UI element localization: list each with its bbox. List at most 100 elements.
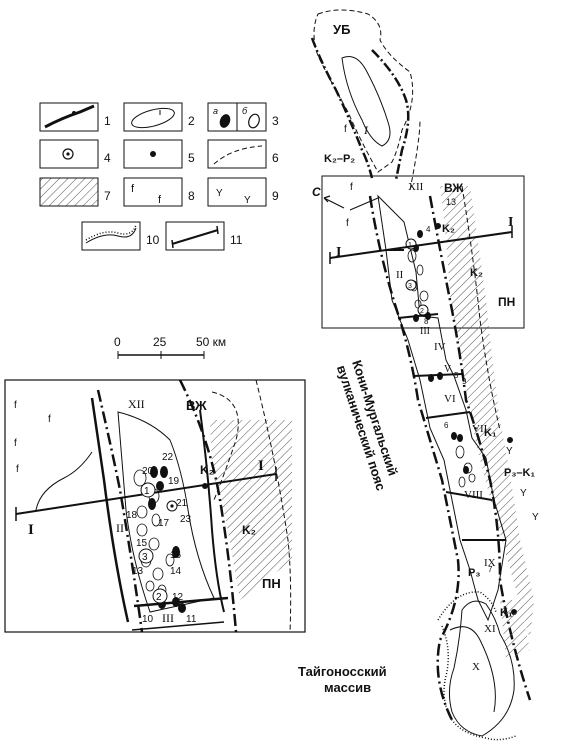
deposit-number-6: 6: [444, 421, 449, 430]
legend-item-11: 11: [165, 221, 243, 251]
label-pn: ПН: [498, 295, 515, 309]
deposit-number-5: 5: [454, 371, 459, 380]
legend-number-3: 3: [272, 114, 279, 128]
y-mark: Y: [506, 446, 513, 457]
inset-number-11: 11: [186, 614, 197, 625]
scale-tick-25: 25: [153, 335, 167, 349]
inset-number-18: 18: [126, 510, 138, 521]
inset-number-19: 19: [168, 476, 180, 487]
y-mark: Y: [532, 512, 539, 523]
label-massif-2: массив: [324, 680, 371, 695]
inset-number-2: 2: [156, 592, 162, 603]
label-k2-a: K₂: [442, 223, 455, 235]
inset-zone-xii: XII: [128, 397, 145, 411]
scale-tick-50: 50 км: [196, 335, 226, 349]
main-map: 1 2 3 f f f Y Y Y УБ K₂–P₂ C ВЖ ПН K₂ K₂…: [298, 9, 539, 741]
legend-number-10: 10: [146, 233, 160, 247]
f-mark: f: [131, 183, 135, 195]
inset-number-14: 14: [170, 566, 182, 577]
f-mark: f: [14, 438, 17, 449]
zone-xii-label: XII: [408, 181, 424, 193]
deposit-number-2: 2: [420, 308, 424, 315]
legend-sub-a: а: [213, 106, 218, 116]
zone-ix-label: IX: [484, 557, 496, 569]
legend-number-4: 4: [104, 151, 111, 165]
legend-item-5: 5: [123, 139, 195, 169]
main-deposit-numbers: 4 5 6 7 8 9 13: [424, 197, 493, 574]
f-mark: f: [158, 194, 162, 206]
inset-zone-iii: III: [162, 611, 174, 625]
inset-label-k2-b: K₂: [242, 523, 256, 537]
inset-number-22: 22: [162, 452, 174, 463]
legend-number-9: 9: [272, 189, 279, 203]
legend-number-8: 8: [188, 189, 195, 203]
label-massif-1: Тайгоносский: [298, 664, 387, 679]
y-mark: Y: [244, 195, 251, 206]
f-mark: f: [48, 414, 51, 425]
legend-number-7: 7: [104, 189, 111, 203]
deposit-number-8: 8: [424, 317, 429, 326]
label-p3-k1: P₃–K₁: [504, 467, 535, 479]
y-mark: Y: [216, 188, 223, 199]
zone-x-label: X: [472, 661, 480, 673]
inset-zone-ii: II: [116, 521, 124, 535]
zone-i-body: [341, 56, 391, 147]
legend-item-9: Y Y 9: [207, 177, 279, 207]
f-mark: f: [14, 400, 17, 411]
zone-ii-label: II: [396, 269, 404, 281]
label-ub: УБ: [333, 22, 350, 37]
f-mark: f: [344, 124, 347, 135]
zone-viii-label: VIII: [464, 489, 483, 501]
label-c: C: [312, 185, 321, 199]
deposit-number-7: 7: [488, 565, 493, 574]
deposit-number-3: 3: [408, 283, 412, 290]
deposit-number-9: 9: [462, 377, 467, 386]
inset-number-20: 20: [142, 466, 154, 477]
hatched-zone-inset: [210, 420, 292, 600]
inset-deposit-points: [148, 466, 208, 613]
zone-v-label: V: [444, 364, 452, 375]
label-k1-a: K₁: [484, 427, 497, 439]
inset-number-10: 10: [142, 614, 154, 625]
label-k2-p2: K₂–P₂: [324, 153, 355, 165]
legend-item-6: 6: [207, 139, 279, 169]
f-mark: f: [350, 182, 353, 193]
f-mark: f: [16, 464, 19, 475]
zone-vi-label: VI: [444, 393, 456, 405]
inset-number-1: 1: [144, 486, 150, 497]
label-section-i-left: I: [336, 245, 341, 260]
legend-item-1: 1: [39, 102, 111, 132]
legend-item-7: 7: [39, 177, 111, 207]
inset-number-23: 23: [180, 514, 192, 525]
main-zone-numerals: I II III IV V VI VII VIII IX X XI XII: [363, 123, 496, 673]
inset-number-17: 17: [158, 518, 170, 529]
y-mark: Y: [520, 488, 527, 499]
inset-label-k2-a: K₂: [200, 463, 214, 477]
legend-item-10: 10: [81, 221, 160, 251]
label-vzh: ВЖ: [444, 181, 463, 195]
legend-number-11: 11: [230, 233, 243, 247]
scale-bar: 0 25 50 км: [114, 335, 226, 359]
ub-zone-outline: [313, 9, 414, 173]
zone-iii-label: III: [420, 326, 430, 337]
hatched-zone-main: [440, 186, 534, 640]
zone-vii-label: VII: [472, 423, 488, 435]
zone-i-label: I: [363, 123, 369, 137]
inset-number-13: 13: [132, 566, 144, 577]
label-k1-b: K₁: [500, 607, 513, 619]
legend: 1 2 а б 3 4 5: [39, 102, 279, 251]
legend-number-5: 5: [188, 151, 195, 165]
zone-iv-label: IV: [434, 341, 446, 353]
inset-map: 1 2 3 10 11 12 13 14 15 16 17 18 19 20 2…: [4, 379, 306, 633]
legend-item-8: f f 8: [123, 177, 195, 207]
legend-number-2: 2: [188, 114, 195, 128]
deposit-number-4: 4: [426, 225, 431, 234]
f-mark: f: [346, 218, 349, 229]
zone-x-outline: [448, 600, 515, 737]
legend-number-6: 6: [272, 151, 279, 165]
inset-number-16: 16: [170, 550, 182, 561]
deposit-number-1: 1: [408, 242, 412, 249]
legend-number-1: 1: [104, 114, 111, 128]
main-deposit-points: [413, 223, 517, 615]
